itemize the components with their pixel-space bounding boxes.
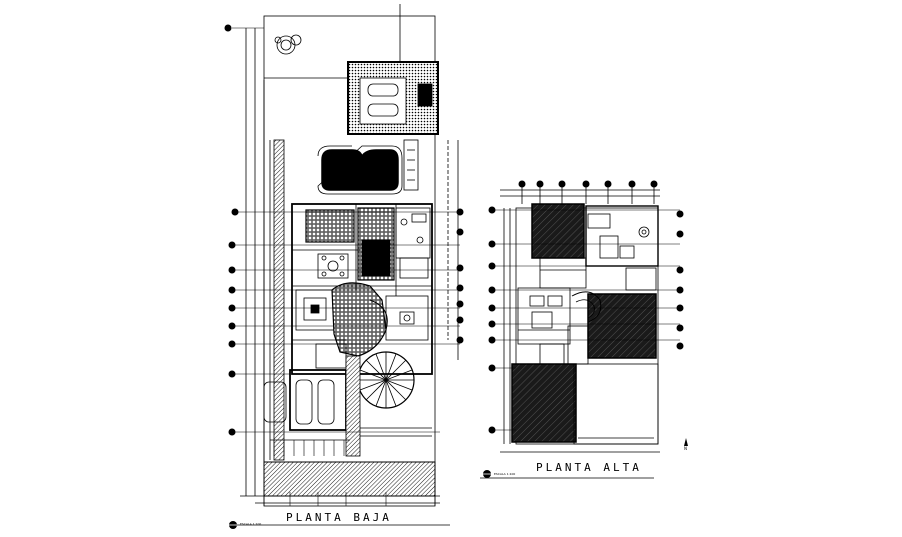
round-terrace (357, 351, 415, 409)
roof-bottom-left (511, 363, 577, 443)
tree-icon (274, 34, 302, 55)
north-label: N (684, 446, 687, 451)
house-footprint (291, 203, 433, 375)
swimming-pool (321, 149, 399, 191)
north-arrow-icon (684, 438, 688, 446)
roof-top-left (531, 203, 585, 259)
planta-baja-plan (232, 4, 459, 526)
title-symbol-icon (229, 470, 491, 529)
planta-alta-scale: ESCALA 1:100 (494, 472, 516, 476)
sidewalk-hatch (263, 461, 436, 497)
grid-markers-alta (488, 206, 684, 434)
planta-alta-plan (480, 180, 688, 479)
planta-alta-title: PLANTA ALTA (536, 461, 642, 474)
planta-baja-scale: ESCALA 1:100 (240, 522, 262, 526)
planta-baja-title: PLANTA BAJA (286, 511, 392, 524)
roof-right (587, 293, 657, 359)
